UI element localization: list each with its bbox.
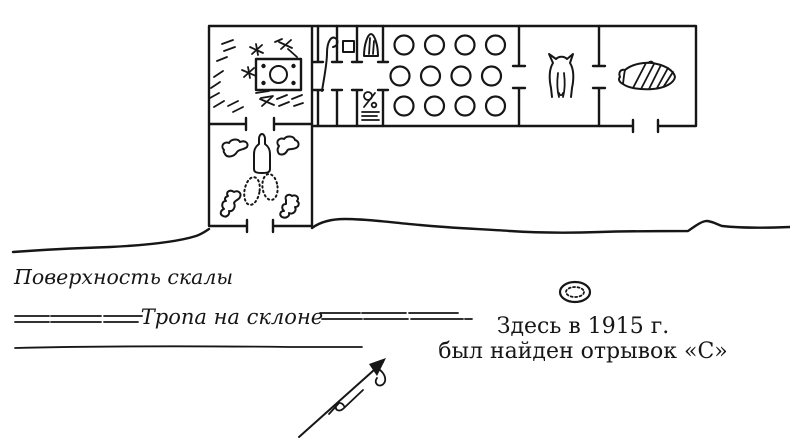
footprints-symbol — [243, 173, 279, 206]
loaf-symbol — [363, 33, 379, 57]
wall-pits-cat — [511, 24, 527, 128]
rock-surface-label: Поверхность скалы — [13, 265, 233, 289]
mummy-figure — [618, 60, 676, 91]
pit-circle — [419, 65, 442, 87]
pit-circle — [389, 65, 411, 87]
slope-path-label: Тропа на склоне — [141, 305, 323, 329]
rock-surface-line-right — [310, 217, 790, 234]
crook-symbol — [321, 36, 339, 92]
offering-table-symbol — [254, 57, 303, 92]
offering-stand-symbol — [361, 91, 380, 121]
pit-circle — [450, 65, 472, 87]
pit-circle — [393, 34, 415, 56]
north-arrow — [298, 358, 387, 438]
pit-circle — [423, 34, 446, 56]
debris-star-marks — [241, 39, 293, 107]
debris-marks — [209, 38, 304, 113]
find-spot-marker — [558, 280, 592, 304]
pit-circle — [484, 34, 507, 56]
stone-blobs — [219, 135, 300, 219]
corridor-posts-lower — [311, 88, 390, 128]
rock-surface-line-left — [11, 227, 211, 254]
lower-path-line — [14, 345, 363, 349]
plan-walls — [207, 24, 698, 234]
wall-cat-mummy — [591, 24, 607, 128]
square-symbol — [342, 40, 355, 53]
tomb-plan — [207, 24, 698, 234]
pit-circle — [484, 95, 507, 117]
find-note-line1: Здесь в 1915 г. — [497, 314, 669, 339]
cat-figure — [548, 53, 575, 98]
find-note-line2: был найден отрывок «С» — [438, 339, 728, 364]
pit-grid — [389, 34, 507, 117]
pit-circle — [454, 95, 476, 117]
pit-circle — [480, 65, 503, 87]
pit-circle — [454, 34, 476, 56]
slope-path-lines — [14, 312, 473, 349]
pit-circle — [393, 95, 415, 117]
jar-symbol — [253, 133, 271, 174]
pit-circle — [423, 95, 446, 117]
